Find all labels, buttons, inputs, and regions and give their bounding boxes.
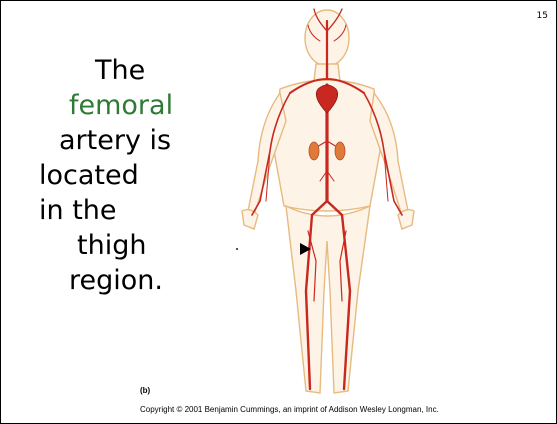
human-arteries-illustration <box>230 1 480 403</box>
text-line-region: region. <box>69 265 163 296</box>
text-line-artery: artery is <box>59 125 171 156</box>
figure-label: (b) <box>140 386 150 395</box>
femoral-keyword: femoral <box>69 90 173 121</box>
slide-number: 15 <box>537 11 548 21</box>
copyright-notice: Copyright © 2001 Benjamin Cummings, an i… <box>140 405 439 414</box>
text-line-in-the: in the <box>39 195 117 226</box>
text-line-the: The <box>95 55 145 86</box>
left-kidney <box>309 142 319 160</box>
circulatory-system-figure <box>230 1 480 403</box>
text-line-thigh: thigh <box>77 230 146 261</box>
right-kidney <box>335 142 345 160</box>
text-line-located: located <box>39 160 139 191</box>
